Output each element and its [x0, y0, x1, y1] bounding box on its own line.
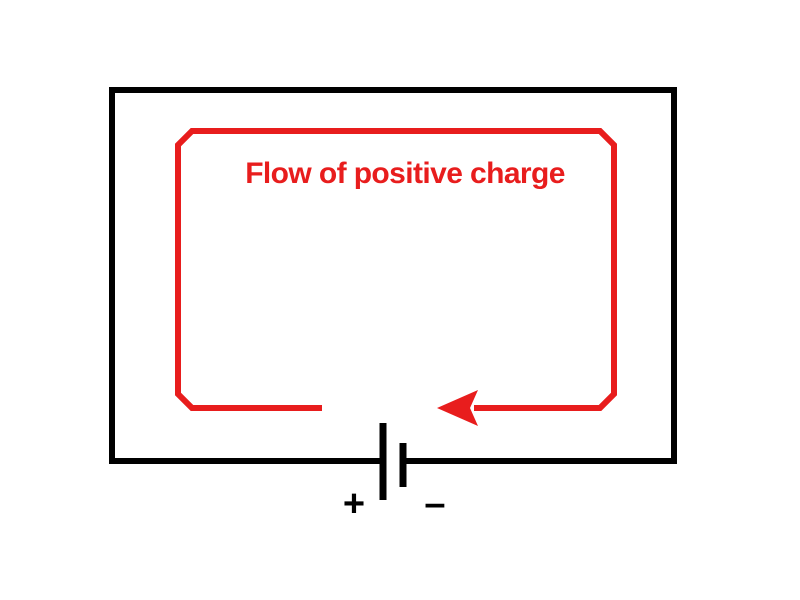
flow-arrowhead-icon [437, 390, 478, 426]
flow-path-group [175, 128, 617, 426]
battery-symbol-group [379, 423, 407, 500]
negative-terminal-label: – [424, 483, 445, 525]
flow-path-line [175, 128, 617, 411]
circuit-wire-group [109, 87, 677, 464]
circuit-wire-left-top-right [109, 87, 677, 464]
flow-label-text: Flow of positive charge [245, 157, 565, 190]
positive-terminal-label: + [343, 483, 365, 525]
